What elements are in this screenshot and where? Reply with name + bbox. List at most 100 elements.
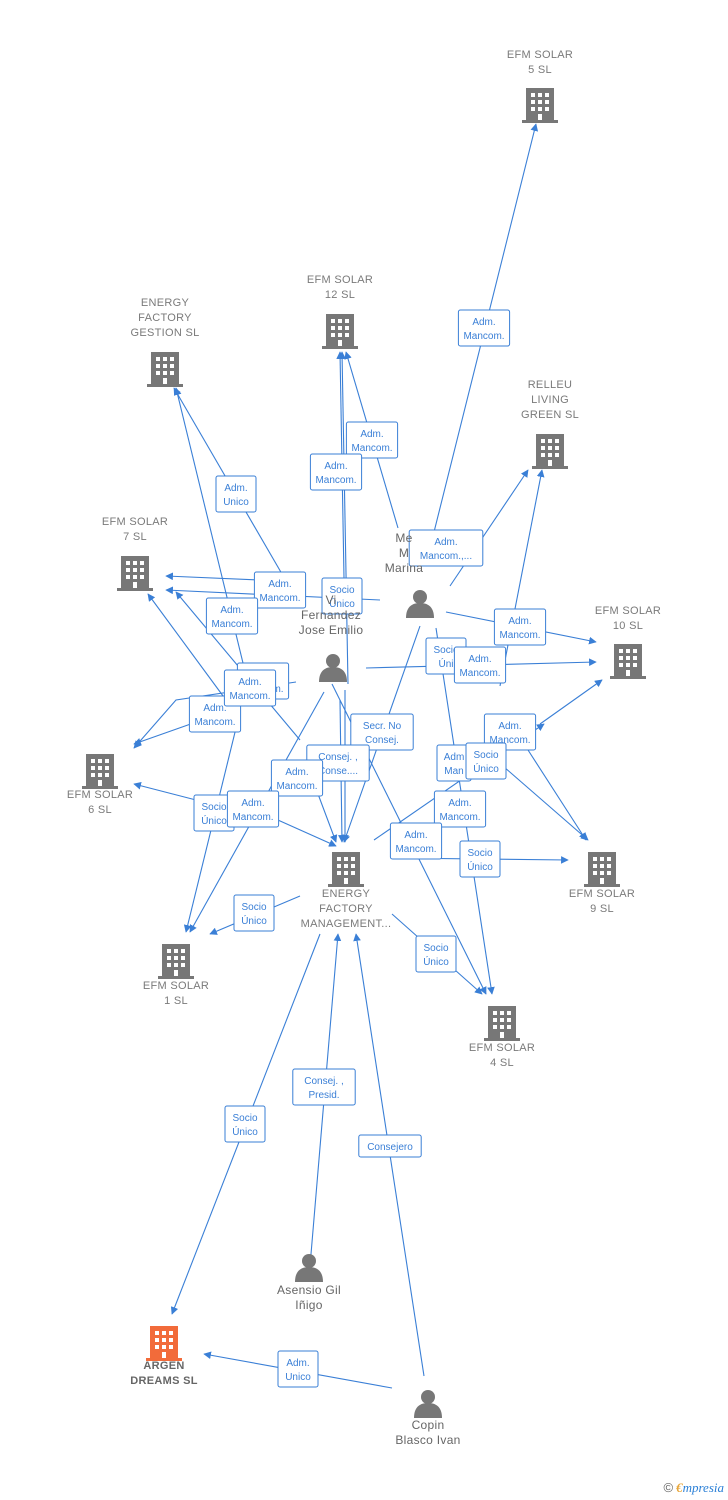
edge-label-l6[interactable]: Adm.Mancom. bbox=[253, 571, 307, 609]
edge-label-l23[interactable]: Adm.Mancom. bbox=[389, 822, 443, 860]
node-label-line: Iñigo bbox=[295, 1298, 323, 1312]
node-label-line: Jose Emilio bbox=[299, 623, 364, 637]
edge-label-text: Adm. bbox=[498, 721, 521, 732]
person-icon[interactable] bbox=[414, 1390, 442, 1418]
person-icon[interactable] bbox=[406, 590, 434, 618]
edge-label-box bbox=[226, 790, 280, 828]
building-icon[interactable] bbox=[146, 1326, 182, 1361]
edge-label-text: Único bbox=[329, 597, 355, 610]
person-icon[interactable] bbox=[295, 1254, 323, 1282]
edge-label-l2[interactable]: Adm.Mancom. bbox=[345, 421, 399, 459]
edge-label-text: Socio bbox=[329, 585, 354, 596]
edge-label-text: Adm. bbox=[468, 654, 491, 665]
edge-label-text: Adm. bbox=[203, 703, 226, 714]
edge-label-l11[interactable]: Adm.Mancom. bbox=[453, 646, 507, 684]
edge-label-text: Mancom. bbox=[499, 630, 540, 641]
building-icon[interactable] bbox=[610, 644, 646, 679]
edge-label-text: Único bbox=[232, 1125, 258, 1138]
building-icon[interactable] bbox=[117, 556, 153, 591]
edge-label-l22[interactable]: Adm.Mancom. bbox=[433, 790, 487, 828]
node-label-line: 6 SL bbox=[88, 804, 112, 816]
brand-name: mpresia bbox=[682, 1480, 724, 1495]
edge-label-l8[interactable]: Adm.Mancom. bbox=[205, 597, 259, 635]
edge-label-l29[interactable]: Consejero bbox=[358, 1134, 422, 1158]
edge-label-text: Único bbox=[423, 955, 449, 968]
edge-label-l21[interactable]: Adm.Mancom. bbox=[226, 790, 280, 828]
edge-arrow bbox=[133, 782, 197, 801]
edge-label-text: Mancom. bbox=[276, 781, 317, 792]
edge-arrow bbox=[499, 469, 545, 687]
node-efmgmt[interactable]: ENERGYFACTORYMANAGEMENT... bbox=[301, 852, 392, 930]
building-icon[interactable] bbox=[82, 754, 118, 789]
node-label-line: EFM SOLAR bbox=[102, 516, 168, 528]
edge-arrow bbox=[527, 749, 587, 841]
edge-label-l14[interactable]: Adm.Mancom. bbox=[483, 713, 537, 751]
node-label-line: 9 SL bbox=[590, 903, 614, 915]
building-icon[interactable] bbox=[322, 314, 358, 349]
edge-label-text: Adm. bbox=[285, 767, 308, 778]
edge-label-text: Man bbox=[444, 766, 463, 777]
edge-label-text: Socio bbox=[473, 750, 498, 761]
edge-label-l5[interactable]: Adm.Mancom.,... bbox=[408, 529, 484, 567]
node-label-line: DREAMS SL bbox=[130, 1375, 197, 1387]
building-icon[interactable] bbox=[158, 944, 194, 979]
edge-label-l31[interactable]: Adm.Mancom. bbox=[223, 669, 277, 707]
node-efm9[interactable]: EFM SOLAR 9 SL bbox=[569, 852, 635, 915]
edge-label-l1[interactable]: Adm.Mancom. bbox=[457, 309, 511, 347]
building-icon[interactable] bbox=[484, 1006, 520, 1041]
building-icon[interactable] bbox=[522, 88, 558, 123]
building-icon[interactable] bbox=[147, 352, 183, 387]
edge-label-text: Mancom. bbox=[259, 593, 300, 604]
edge-label-text: Adm. bbox=[508, 616, 531, 627]
edge-label-l30[interactable]: Adm.Unico bbox=[277, 1350, 319, 1388]
edge-label-box bbox=[389, 822, 443, 860]
copyright-icon: © bbox=[663, 1480, 674, 1495]
edge-label-box bbox=[270, 759, 324, 797]
edge-label-text: Adm. bbox=[238, 677, 261, 688]
node-label-line: ENERGY bbox=[141, 297, 190, 309]
node-label-line: Vi bbox=[325, 593, 336, 607]
empresia-brand[interactable]: ©€mpresia bbox=[664, 1480, 725, 1496]
edge-label-l4[interactable]: Adm.Unico bbox=[215, 475, 257, 513]
edge-label-box bbox=[415, 935, 457, 973]
edge-label-text: Único bbox=[241, 914, 267, 927]
person-icon[interactable] bbox=[319, 654, 347, 682]
node-label-line: EFM SOLAR bbox=[569, 888, 635, 900]
building-icon[interactable] bbox=[584, 852, 620, 887]
node-label-line: GESTION SL bbox=[130, 327, 199, 339]
edge-labels-layer: Adm. Mancom. Adm. Mancom. Adm. Mancom. Adm.Uni… bbox=[188, 309, 547, 1388]
edge-label-l9[interactable]: Adm. Mancom. bbox=[493, 608, 547, 646]
building-icon[interactable] bbox=[532, 434, 568, 469]
edge-label-l19[interactable]: Adm. Mancom. bbox=[270, 759, 324, 797]
edge-label-text: Mancom. bbox=[439, 812, 480, 823]
building-icon[interactable] bbox=[328, 852, 364, 887]
edge-label-l3[interactable]: Adm.Mancom. bbox=[309, 453, 363, 491]
edge-label-l27[interactable]: Consej. ,Presid. bbox=[292, 1068, 356, 1106]
edge-label-text: Mancom. bbox=[315, 475, 356, 486]
edge-label-box bbox=[483, 713, 537, 751]
edge-label-box bbox=[433, 790, 487, 828]
